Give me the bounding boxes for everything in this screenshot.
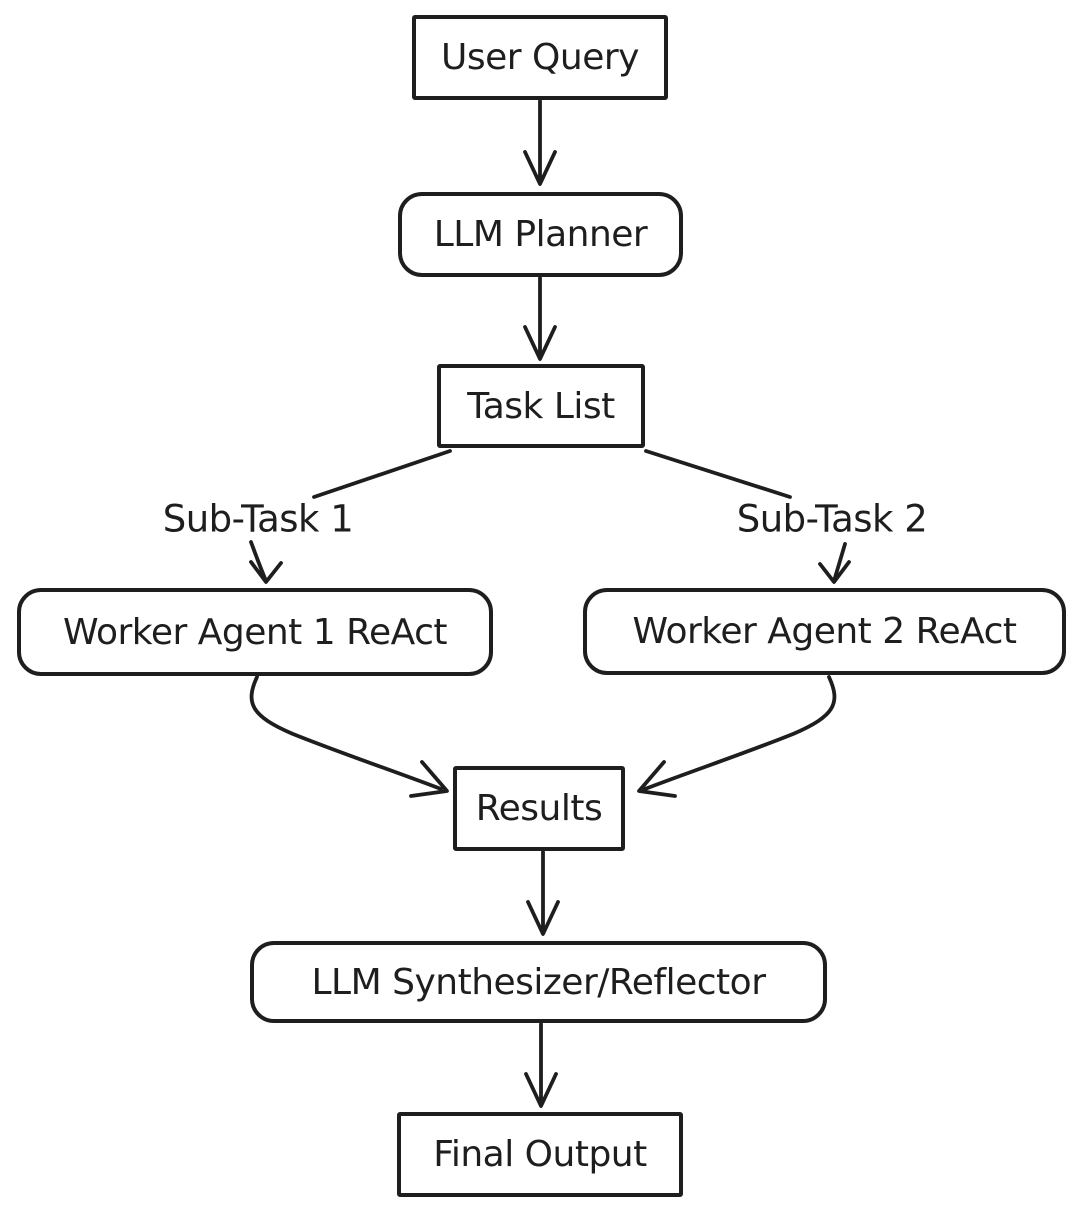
node-llm-synthesizer-reflector-label: LLM Synthesizer/Reflector bbox=[311, 961, 766, 1003]
node-results: Results bbox=[453, 766, 625, 851]
arrow-results-to-synthesizer bbox=[526, 850, 560, 936]
edge-label-sub-task-2: Sub-Task 2 bbox=[736, 497, 928, 541]
node-llm-planner: LLM Planner bbox=[398, 192, 683, 277]
node-task-list: Task List bbox=[437, 364, 645, 448]
curved-arrow-worker-agent-1-to-results bbox=[249, 675, 449, 798]
edge-label-sub-task-1: Sub-Task 1 bbox=[162, 497, 354, 541]
node-worker-agent-1: Worker Agent 1 ReAct bbox=[17, 588, 493, 676]
arrow-sub-task-2-to-worker-agent-2 bbox=[818, 542, 851, 584]
arrow-sub-task-1-to-worker-agent-1 bbox=[249, 540, 283, 584]
line-task-list-to-sub-task-2 bbox=[644, 449, 792, 499]
arrow-llm-planner-to-task-list bbox=[523, 276, 557, 361]
node-worker-agent-2-label: Worker Agent 2 ReAct bbox=[632, 611, 1017, 652]
node-final-output: Final Output bbox=[397, 1112, 683, 1197]
arrow-user-query-to-llm-planner bbox=[523, 99, 557, 186]
node-worker-agent-1-label: Worker Agent 1 ReAct bbox=[62, 611, 448, 653]
node-user-query-label: User Query bbox=[441, 37, 639, 78]
arrow-synthesizer-to-final-output bbox=[524, 1022, 558, 1108]
node-llm-synthesizer-reflector: LLM Synthesizer/Reflector bbox=[250, 941, 827, 1023]
line-task-list-to-sub-task-1 bbox=[312, 449, 452, 499]
node-results-label: Results bbox=[475, 788, 603, 829]
node-user-query: User Query bbox=[412, 15, 668, 100]
node-worker-agent-2: Worker Agent 2 ReAct bbox=[583, 588, 1066, 675]
curved-arrow-worker-agent-2-to-results bbox=[637, 675, 837, 798]
node-llm-planner-label: LLM Planner bbox=[433, 214, 648, 255]
node-task-list-label: Task List bbox=[467, 385, 615, 427]
node-final-output-label: Final Output bbox=[433, 1134, 647, 1175]
